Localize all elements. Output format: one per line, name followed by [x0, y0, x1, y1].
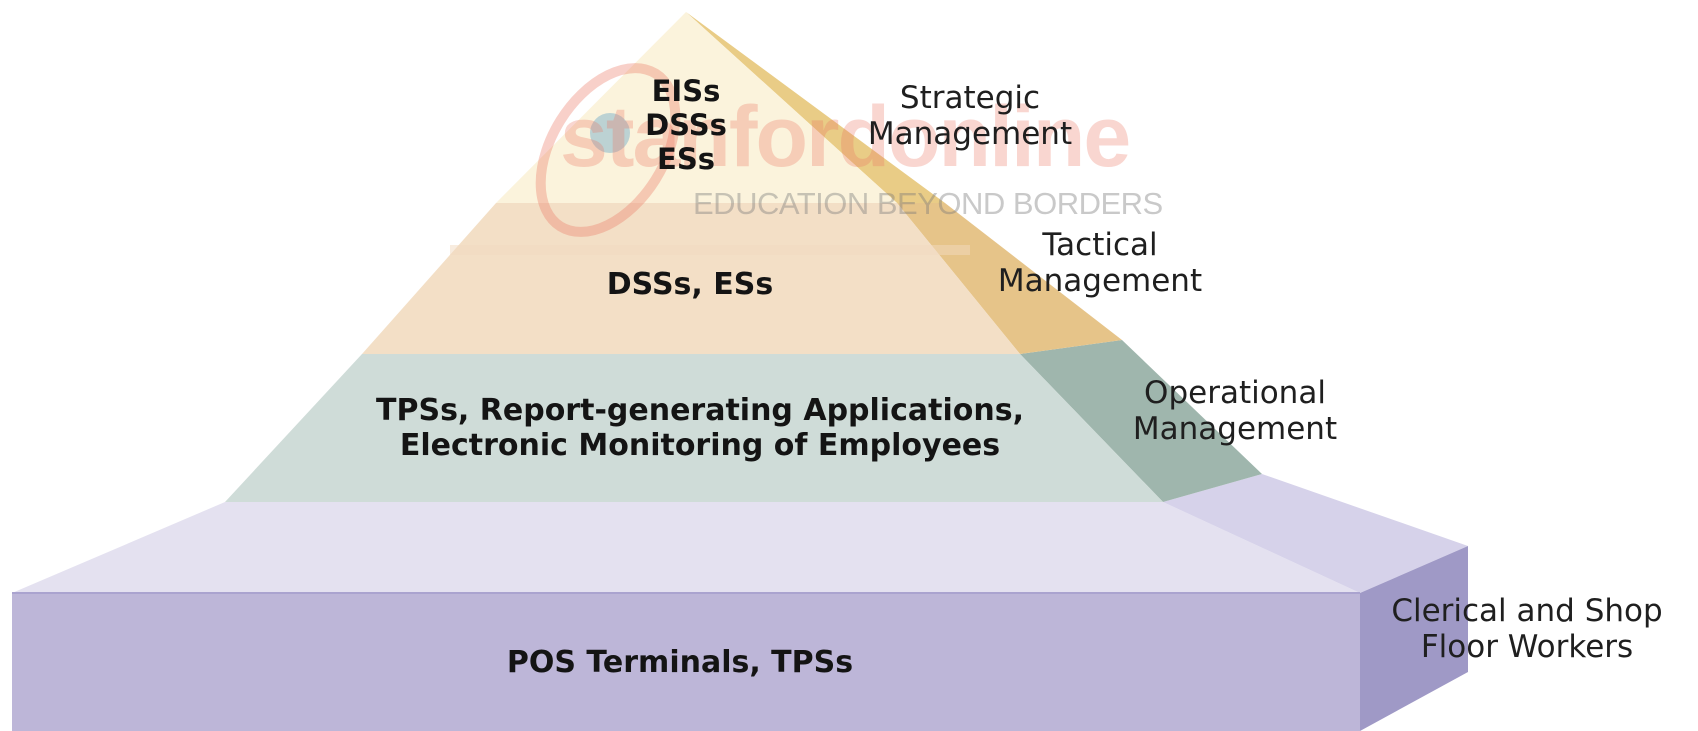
tactical-tier-side-face	[897, 203, 1122, 354]
tactical-tier-front-face	[362, 203, 1020, 354]
base-tier-side-face	[1163, 474, 1468, 593]
watermark-swoosh	[535, 63, 681, 237]
base-tier-right-face	[1360, 546, 1468, 731]
base-tier-front-face	[12, 593, 1360, 731]
strategic-tier-front-face	[496, 12, 897, 203]
base-tier-top-face	[12, 502, 1360, 593]
tactical-tier-label: DSSs, ESs	[606, 267, 774, 302]
strategic-tier-label: EISs DSSs ESs	[645, 74, 727, 177]
base-tier-label: POS Terminals, TPSs	[506, 645, 854, 680]
strategic-tier-side-face	[686, 12, 945, 203]
level-label-strategic: Strategic Management	[867, 80, 1073, 152]
operational-tier-side-face	[1020, 340, 1262, 502]
watermark-globe	[590, 113, 630, 153]
level-label-clerical: Clerical and Shop Floor Workers	[1391, 593, 1663, 665]
level-label-tactical: Tactical Management	[997, 227, 1203, 299]
operational-tier-label: TPSs, Report-generating Applications, El…	[376, 393, 1024, 464]
operational-tier-front-face	[225, 354, 1163, 502]
level-label-operational: Operational Management	[1132, 375, 1338, 447]
